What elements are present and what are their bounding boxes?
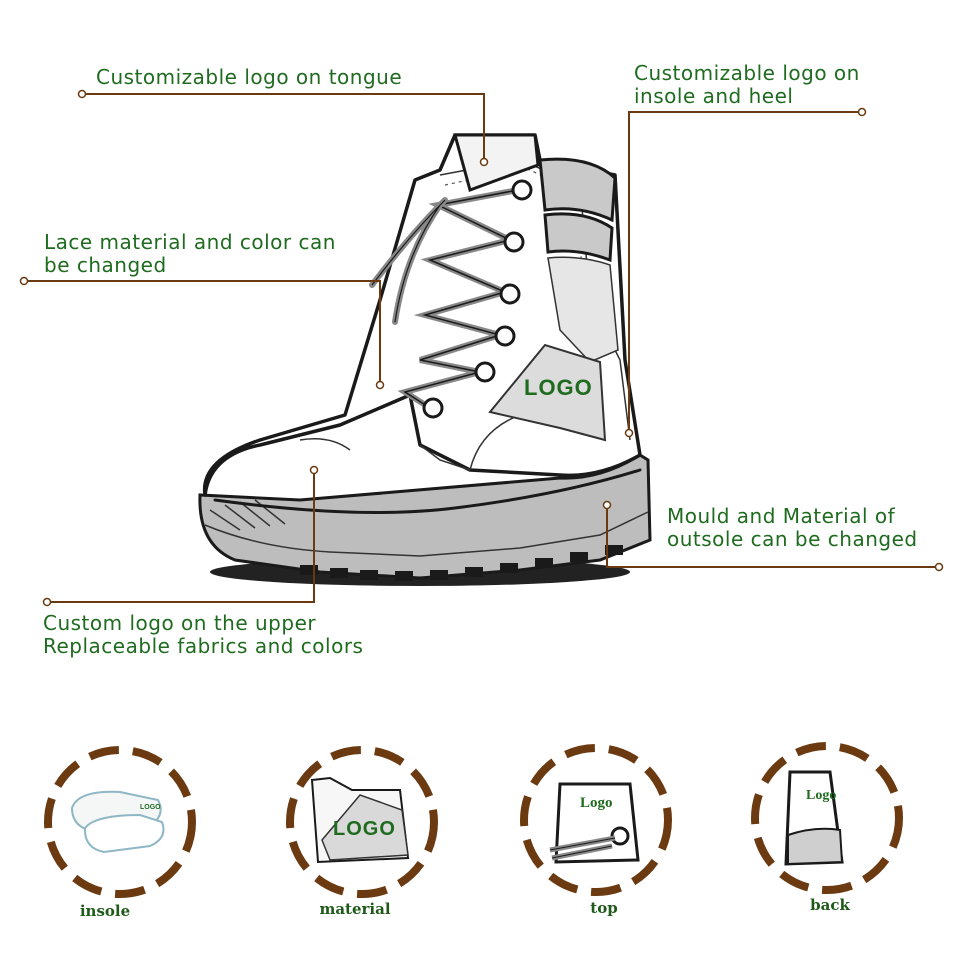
leader-lines <box>19 89 944 607</box>
callout-outsole: Mould and Material of outsole can be cha… <box>667 504 918 551</box>
badge-back <box>751 742 903 894</box>
leader-outsole <box>606 505 939 568</box>
badge-material <box>286 746 438 898</box>
badge-back-label: back <box>810 896 850 914</box>
leader-insole-heel <box>628 111 862 433</box>
callout-upper: Custom logo on the upper Replaceable fab… <box>43 611 364 658</box>
badge-back-logo: Logo <box>806 788 837 803</box>
boot-logo-text: LOGO <box>524 375 593 400</box>
leader-tongue <box>82 93 485 162</box>
callout-tongue: Customizable logo on tongue <box>96 65 403 89</box>
badge-material-logo: LOGO <box>333 818 396 840</box>
badge-material-label: material <box>319 900 391 918</box>
boot-outsole <box>198 453 652 581</box>
leader-lace <box>24 280 381 385</box>
boot-mesh-panel <box>488 256 619 442</box>
callout-insole-heel: Customizable logo on insole and heel <box>634 61 860 108</box>
leader-upper <box>47 470 315 603</box>
badge-top-logo: Logo <box>580 795 613 811</box>
badge-insole-label: insole <box>79 902 131 920</box>
badge-insole <box>44 746 196 898</box>
boot-collar <box>538 157 617 263</box>
badge-top-label: top <box>590 899 618 917</box>
boot-laces <box>369 179 533 419</box>
badge-insole-logo: LOGO <box>140 804 161 811</box>
boot-tongue <box>453 133 540 192</box>
badge-top <box>520 744 672 896</box>
callout-lace: Lace material and color can be changed <box>44 230 336 277</box>
